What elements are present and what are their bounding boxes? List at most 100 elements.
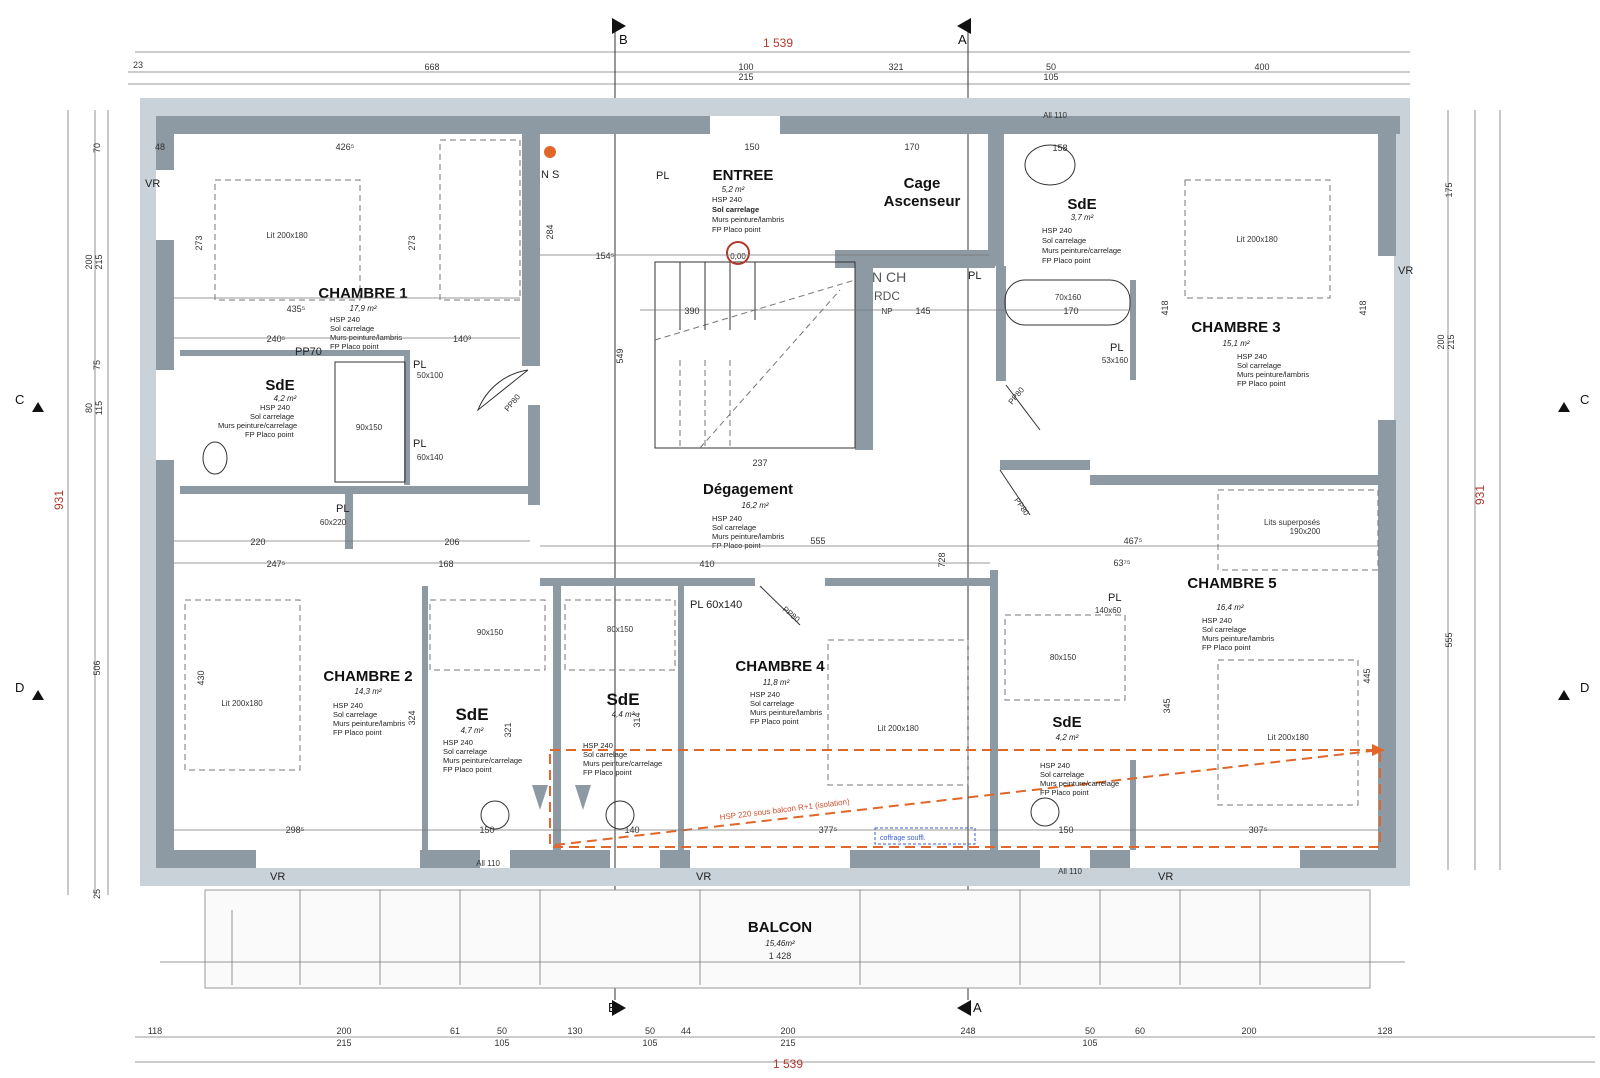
dim: 150: [479, 825, 494, 835]
bunk-size: 190x200: [1290, 527, 1321, 536]
dim: 215: [780, 1038, 795, 1048]
dim: 430: [196, 670, 206, 685]
door-label-pp80: PP80: [781, 605, 802, 625]
room-cage-ascenseur: Cage Ascenseur: [884, 175, 961, 210]
room-area: 3,7 m²: [1071, 213, 1094, 222]
dim: 215: [336, 1038, 351, 1048]
room-sde-4: SdE 4,2 m² HSP 240 Sol carrelage Murs pe…: [1040, 714, 1119, 797]
section-d-right: D: [1580, 680, 1589, 695]
room-degagement: Dégagement 16,2 m² HSP 240 Sol carrelage…: [703, 481, 793, 550]
bed-label: Lit 200x180: [877, 724, 919, 733]
dim: 298⁵: [286, 825, 305, 835]
dim: 220: [250, 537, 265, 547]
dim: 50: [1046, 62, 1056, 72]
shower-label: 80x150: [607, 625, 634, 634]
spec: Sol carrelage: [333, 710, 377, 719]
dim: 435⁵: [287, 304, 306, 314]
spec: Sol carrelage: [443, 747, 487, 756]
dim: 215: [738, 72, 753, 82]
spec: HSP 240: [443, 738, 473, 747]
closet-size: 50x100: [417, 371, 444, 380]
spec: FP Placo point: [1040, 788, 1090, 797]
room-area: 4,4 m²: [612, 710, 635, 719]
spec: FP Placo point: [443, 765, 493, 774]
spec: Sol carrelage: [750, 699, 794, 708]
room-sde-2: SdE 4,7 m² HSP 240 Sol carrelage Murs pe…: [443, 705, 522, 774]
room-area: 17,9 m²: [349, 304, 376, 313]
level-marker-icon: [726, 241, 750, 265]
bottom-dimensions: 118 200 215 61 50 105 130 50 105 44 200 …: [135, 1026, 1595, 1071]
dim: 25: [92, 889, 102, 899]
spec: Sol carrelage: [583, 750, 627, 759]
dim: 75: [92, 360, 102, 370]
dim: 50: [645, 1026, 655, 1036]
closet-label: PL 60x140: [690, 599, 742, 611]
dim: 240⁵: [267, 334, 286, 344]
room-name: Cage: [904, 175, 941, 192]
dim: 314: [632, 712, 642, 727]
room-name: SdE: [606, 690, 639, 709]
room-area: 14,3 m²: [354, 687, 381, 696]
dim: 400: [1254, 62, 1269, 72]
window-label: VR: [270, 871, 285, 883]
room-area: 4,2 m²: [274, 394, 297, 403]
dim: 426⁵: [336, 142, 355, 152]
spec: HSP 240: [712, 514, 742, 523]
room-name: Ascenseur: [884, 193, 961, 210]
dim: 80: [84, 403, 94, 413]
section-b-top: B: [619, 32, 628, 47]
spec: Murs peinture/lambris: [1237, 370, 1309, 379]
closet-label: PL: [413, 438, 426, 450]
spec: FP Placo point: [1202, 643, 1252, 652]
spec: HSP 240: [1042, 226, 1072, 235]
ns-label: N S: [541, 169, 559, 181]
room-name: CHAMBRE 4: [735, 658, 825, 675]
fixture-labels: Lit 200x180 Lit 200x180 Lit 200x180 Lit …: [145, 111, 1413, 883]
exterior-walls: [140, 98, 1410, 886]
spec: Sol carrelage: [1040, 770, 1084, 779]
dim: 321: [503, 722, 513, 737]
level-value: 0,00: [730, 252, 746, 261]
dim: 307⁵: [1249, 825, 1268, 835]
spec: HSP 240: [750, 690, 780, 699]
spec: Murs peinture/lambris: [1202, 634, 1274, 643]
room-area: 16,2 m²: [741, 501, 768, 510]
spec: FP Placo point: [1042, 256, 1092, 265]
dim: 215: [1446, 334, 1456, 349]
dim: 105: [642, 1038, 657, 1048]
dim: 50: [1085, 1026, 1095, 1036]
spec: HSP 240: [1237, 352, 1267, 361]
spec: FP Placo point: [333, 728, 383, 737]
spec: HSP 240: [1040, 761, 1070, 770]
shower-label: 90x150: [477, 628, 504, 637]
room-sde-top: SdE 3,7 m² HSP 240 Sol carrelage Murs pe…: [1042, 196, 1121, 265]
section-a-bottom: A: [973, 1000, 982, 1015]
bath-label: 70x160: [1055, 293, 1082, 302]
dim: 175: [1444, 182, 1454, 197]
closet-size: 60x220: [320, 518, 347, 527]
dim: 445: [1362, 668, 1372, 683]
staircase: [654, 261, 856, 449]
dim: 506: [92, 660, 102, 675]
room-name: SdE: [1067, 196, 1096, 213]
dim: 728: [937, 552, 947, 567]
spec: HSP 240: [1202, 616, 1232, 625]
dim: 200: [1436, 334, 1446, 349]
dim: 168: [438, 559, 453, 569]
window-label: All 110: [1043, 111, 1067, 120]
room-chambre-5: CHAMBRE 5 16,4 m² HSP 240 Sol carrelage …: [1187, 575, 1276, 652]
interior-dimensions: 426⁵ 435⁵ 240⁵ 140³ 154⁵ 390 237 150 170…: [155, 142, 1380, 835]
np-label: NP: [881, 307, 892, 316]
room-area: 15,46m²: [765, 939, 795, 948]
dim: 100: [738, 62, 753, 72]
door-label-pp80: PP80: [1007, 385, 1027, 406]
spec: Murs peinture/lambris: [712, 532, 784, 541]
shower-label: 80x150: [1050, 653, 1077, 662]
right-dimensions: 931 175 200 215 555: [1436, 110, 1501, 870]
window-label: All 110: [1058, 867, 1082, 876]
bed-label: Lit 200x180: [266, 231, 308, 240]
dim: 555: [1444, 632, 1454, 647]
orange-dot-marker: [544, 146, 556, 158]
window-label: VR: [1158, 871, 1173, 883]
interior-walls: [180, 116, 1380, 851]
